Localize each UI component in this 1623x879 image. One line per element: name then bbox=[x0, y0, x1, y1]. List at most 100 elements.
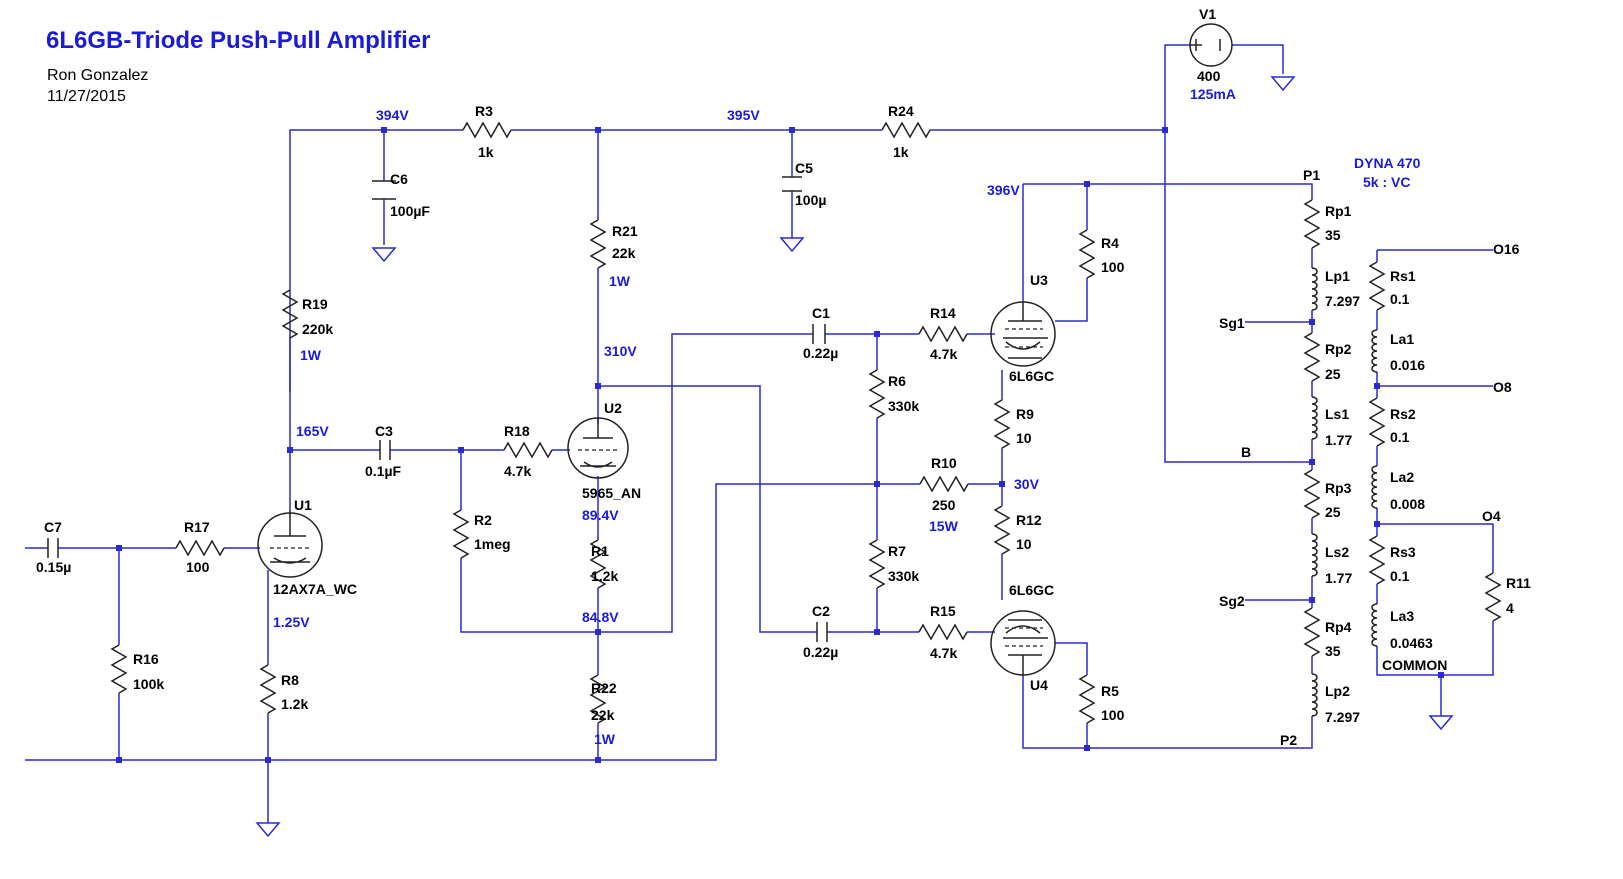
part-value: 100 bbox=[186, 559, 210, 575]
part-value: 220k bbox=[302, 321, 333, 337]
part-ref: R3 bbox=[475, 103, 493, 119]
capacitor-c5 bbox=[782, 176, 802, 192]
power-rating: 1W bbox=[300, 347, 322, 363]
part-value: 0.22µ bbox=[803, 644, 838, 660]
voltage-source-v1 bbox=[1189, 23, 1233, 67]
part-value: 400 bbox=[1197, 68, 1221, 84]
inductor-ls2 bbox=[1311, 533, 1318, 577]
part-ref: R5 bbox=[1101, 683, 1119, 699]
resistor-rs3 bbox=[1369, 535, 1385, 585]
current-label: 125mA bbox=[1190, 86, 1236, 102]
inductor-la3 bbox=[1371, 603, 1378, 647]
part-value: 10 bbox=[1016, 536, 1032, 552]
ground-icon bbox=[1429, 715, 1453, 730]
part-value: 4.7k bbox=[504, 463, 531, 479]
part-ref: U2 bbox=[604, 400, 622, 416]
part-value: 0.008 bbox=[1390, 496, 1425, 512]
part-ref: R4 bbox=[1101, 235, 1119, 251]
voltage-label: 89.4V bbox=[582, 507, 619, 523]
part-ref: Rp1 bbox=[1325, 203, 1352, 219]
resistor-r11 bbox=[1485, 572, 1501, 622]
part-value: 35 bbox=[1325, 643, 1341, 659]
resistor-rp4 bbox=[1304, 607, 1320, 657]
net-label: COMMON bbox=[1382, 657, 1447, 673]
part-value: 22k bbox=[591, 707, 615, 723]
net-label: O4 bbox=[1482, 508, 1501, 524]
part-value: 6L6GC bbox=[1009, 368, 1054, 384]
part-value: 4.7k bbox=[930, 346, 957, 362]
part-value: 22k bbox=[612, 245, 636, 261]
part-ref: R24 bbox=[888, 103, 914, 119]
part-ref: U3 bbox=[1030, 272, 1048, 288]
capacitor-c1 bbox=[812, 324, 826, 344]
resistor-r18 bbox=[503, 442, 553, 458]
part-value: 100 bbox=[1101, 259, 1125, 275]
voltage-label: 30V bbox=[1014, 476, 1040, 492]
junctions bbox=[116, 127, 1444, 763]
part-ref: La1 bbox=[1390, 331, 1414, 347]
part-value: 100µ bbox=[795, 192, 826, 208]
voltage-label: 395V bbox=[727, 107, 760, 123]
part-ref: C1 bbox=[812, 305, 830, 321]
part-ref: R14 bbox=[930, 305, 956, 321]
part-value: 4.7k bbox=[930, 645, 957, 661]
part-ref: R10 bbox=[931, 455, 957, 471]
part-ref: R7 bbox=[888, 543, 906, 559]
part-ref: R16 bbox=[133, 651, 159, 667]
resistor-r17 bbox=[175, 540, 225, 556]
part-value: 330k bbox=[888, 398, 919, 414]
wires bbox=[25, 44, 1494, 823]
part-value: 1.77 bbox=[1325, 432, 1352, 448]
net-label: P2 bbox=[1280, 732, 1297, 748]
power-rating: 15W bbox=[929, 518, 959, 534]
net-label: O16 bbox=[1493, 241, 1520, 257]
resistor-r8 bbox=[260, 664, 276, 714]
part-ref: R17 bbox=[184, 519, 210, 535]
resistor-r3 bbox=[462, 122, 512, 138]
resistor-r7 bbox=[869, 539, 885, 589]
power-rating: 1W bbox=[609, 273, 631, 289]
part-ref: Ls2 bbox=[1325, 544, 1349, 560]
part-ref: U4 bbox=[1030, 677, 1048, 693]
resistor-r19 bbox=[282, 289, 298, 339]
part-ref: Rp4 bbox=[1325, 619, 1352, 635]
part-ref: Rp3 bbox=[1325, 480, 1352, 496]
date: 11/27/2015 bbox=[47, 88, 126, 105]
part-ref: R2 bbox=[474, 512, 492, 528]
part-ref: Lp2 bbox=[1325, 683, 1350, 699]
inductor-la1 bbox=[1371, 329, 1378, 373]
part-value: 0.1 bbox=[1390, 291, 1410, 307]
part-value: 1.77 bbox=[1325, 570, 1352, 586]
voltage-label: 310V bbox=[604, 343, 637, 359]
part-ref: R1 bbox=[591, 543, 609, 559]
part-value: 0.016 bbox=[1390, 357, 1425, 373]
capacitor-c7 bbox=[47, 538, 59, 558]
transformer-ratio: 5k : VC bbox=[1363, 174, 1410, 190]
part-ref: R18 bbox=[504, 423, 530, 439]
part-value: 0.1 bbox=[1390, 568, 1410, 584]
inductor-lp1 bbox=[1311, 267, 1318, 311]
resistor-r21 bbox=[590, 219, 606, 269]
part-value: 1.2k bbox=[591, 568, 618, 584]
part-value: 100 bbox=[1101, 707, 1125, 723]
part-ref: Rs1 bbox=[1390, 268, 1416, 284]
part-ref: R21 bbox=[612, 223, 638, 239]
net-label: Sg2 bbox=[1219, 593, 1245, 609]
net-label: Sg1 bbox=[1219, 315, 1245, 331]
resistor-r16 bbox=[111, 644, 127, 694]
part-ref: La3 bbox=[1390, 608, 1414, 624]
part-value: 100k bbox=[133, 676, 164, 692]
part-value: 100µF bbox=[390, 203, 430, 219]
part-value: 0.1µF bbox=[365, 463, 402, 479]
part-value: 25 bbox=[1325, 504, 1341, 520]
ground-icon bbox=[372, 247, 396, 262]
part-ref: R15 bbox=[930, 603, 956, 619]
part-ref: C6 bbox=[390, 171, 408, 187]
resistor-rp2 bbox=[1304, 332, 1320, 382]
resistor-r9 bbox=[994, 399, 1010, 449]
resistor-rp1 bbox=[1304, 199, 1320, 249]
resistor-r12 bbox=[994, 505, 1010, 555]
part-ref: R6 bbox=[888, 373, 906, 389]
